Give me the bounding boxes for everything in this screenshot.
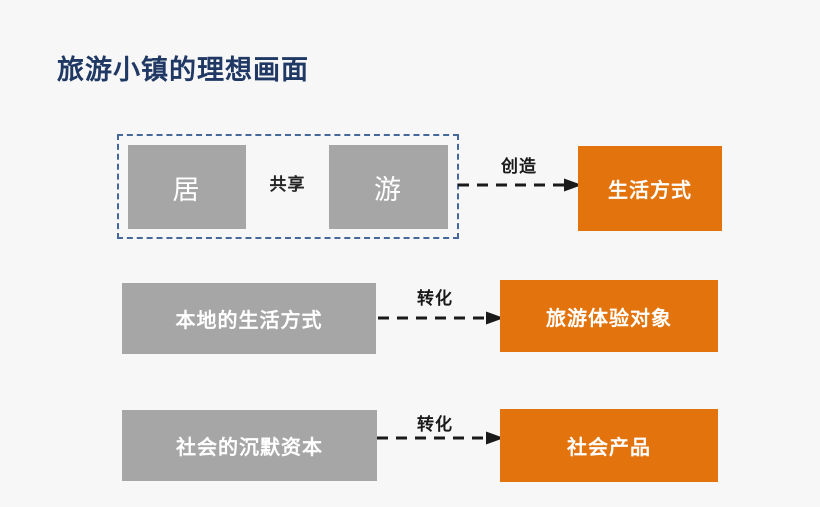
concept-box-travel-label: 游 — [374, 174, 403, 205]
arrow-label-transform-row-2: 转化 — [417, 289, 453, 308]
concept-box-travel[interactable]: 游 — [329, 145, 448, 229]
source-box-local-lifestyle[interactable]: 本地的生活方式 — [122, 283, 376, 354]
concept-box-live-label: 居 — [172, 174, 202, 205]
dashed-arrow-row-3 — [377, 431, 504, 445]
dashed-arrow-row-1 — [458, 178, 582, 192]
result-box-social-product[interactable]: 社会产品 — [500, 409, 718, 482]
result-box-lifestyle-label: 生活方式 — [608, 180, 692, 202]
result-box-lifestyle[interactable]: 生活方式 — [578, 146, 722, 231]
dashed-arrow-row-2 — [378, 311, 504, 325]
connector-label-share: 共享 — [269, 175, 306, 194]
arrow-label-create: 创造 — [501, 157, 537, 176]
concept-box-live[interactable]: 居 — [128, 145, 246, 229]
source-box-local-lifestyle-label: 本地的生活方式 — [175, 310, 323, 332]
result-box-tourism-experience-label: 旅游体验对象 — [546, 307, 672, 330]
page-title: 旅游小镇的理想画面 — [57, 55, 309, 85]
source-box-social-silent-capital[interactable]: 社会的沉默资本 — [122, 410, 377, 481]
result-box-tourism-experience[interactable]: 旅游体验对象 — [500, 280, 718, 352]
arrow-label-transform-row-3: 转化 — [417, 415, 453, 434]
source-box-social-silent-capital-label: 社会的沉默资本 — [176, 437, 323, 459]
result-box-social-product-label: 社会产品 — [567, 437, 651, 459]
